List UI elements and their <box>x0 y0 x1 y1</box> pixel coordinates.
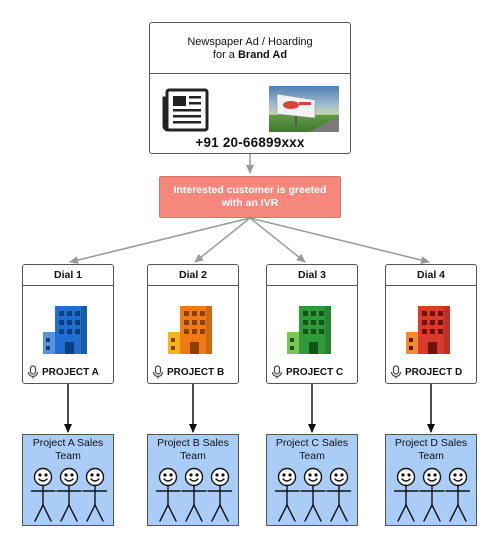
sales-team-box-2: Project B Sales Team <box>147 434 239 526</box>
people-icon <box>394 467 470 522</box>
dial-card-3: Dial 3 PROJECT C <box>266 264 358 384</box>
project-name: PROJECT C <box>286 367 344 378</box>
sales-team-box-1: Project A Sales Team <box>22 434 114 526</box>
dial-label: Dial 4 <box>386 265 476 286</box>
connector-ivr-to-dial-2 <box>194 217 251 263</box>
ad-title-prefix: for a <box>212 49 238 61</box>
people-icon <box>156 467 232 522</box>
ad-title: Newspaper Ad / Hoarding for a Brand Ad <box>150 23 350 74</box>
people-icon <box>275 467 351 522</box>
project-label: PROJECT B <box>151 365 239 381</box>
dial-card-4: Dial 4 PROJECT D <box>385 264 477 384</box>
project-name: PROJECT B <box>167 367 225 378</box>
microphone-icon <box>271 365 283 379</box>
microphone-icon <box>390 365 402 379</box>
ad-card: Newspaper Ad / Hoarding for a Brand Ad +… <box>149 22 351 154</box>
sales-team-label: Project C Sales Team <box>275 437 349 462</box>
sales-team-box-4: Project D Sales Team <box>385 434 477 526</box>
connector-ivr-to-dial-1 <box>69 217 251 264</box>
microphone-icon <box>27 365 39 379</box>
ad-title-line1: Newspaper Ad / Hoarding <box>187 36 313 48</box>
dial-label: Dial 2 <box>148 265 238 286</box>
project-name: PROJECT A <box>42 367 99 378</box>
dial-label: Dial 1 <box>23 265 113 286</box>
billboard-image <box>269 86 339 132</box>
building-icon <box>43 306 87 354</box>
dial-card-2: Dial 2 PROJECT B <box>147 264 239 384</box>
project-label: PROJECT A <box>26 365 114 381</box>
people-icon <box>31 467 107 522</box>
sales-team-label: Project B Sales Team <box>157 437 229 462</box>
ivr-box: Interested customer is greeted with an I… <box>159 176 341 218</box>
project-label: PROJECT C <box>270 365 358 381</box>
building-icon <box>406 306 450 354</box>
dial-label: Dial 3 <box>267 265 357 286</box>
connector-ivr-to-dial-3 <box>249 217 306 263</box>
sales-team-label: Project D Sales Team <box>394 437 468 462</box>
building-icon <box>287 306 331 354</box>
project-name: PROJECT D <box>405 367 463 378</box>
ad-title-bold: Brand Ad <box>237 49 288 61</box>
dial-card-1: Dial 1 PROJECT A <box>22 264 114 384</box>
phone-number: +91 20-66899xxx <box>195 135 305 150</box>
building-icon <box>168 306 212 354</box>
microphone-icon <box>152 365 164 379</box>
newspaper-icon <box>162 88 209 132</box>
connector-ivr-to-dial-4 <box>249 217 430 264</box>
sales-team-label: Project A Sales Team <box>32 437 104 462</box>
project-label: PROJECT D <box>389 365 477 381</box>
sales-team-box-3: Project C Sales Team <box>266 434 358 526</box>
